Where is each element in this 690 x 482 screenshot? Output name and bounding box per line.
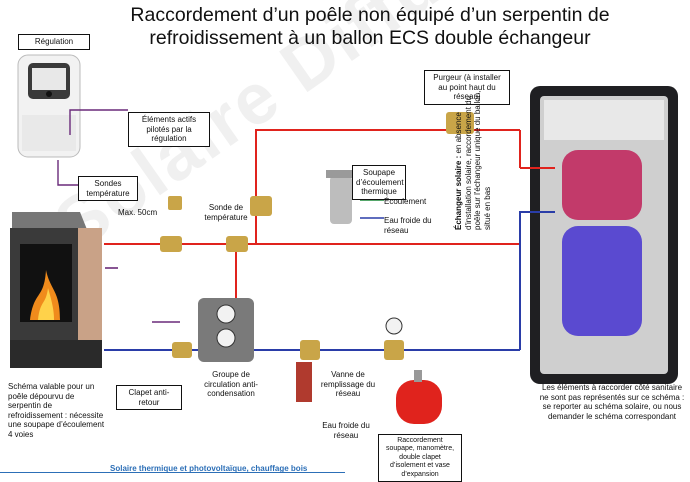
drain-line: [360, 199, 384, 219]
ecoulement-label: Écoulement: [384, 197, 427, 206]
footer-text: Solaire thermique et photovoltaïque, cha…: [110, 464, 308, 473]
purgeur-label: Purgeur (à installer au point haut du ré…: [424, 70, 510, 105]
title-line-2: refroidissement à un ballon ECS double é…: [149, 27, 591, 49]
diagram-title: Raccordement d’un poêle non équipé d’un …: [70, 4, 670, 50]
max-50cm-label: Max. 50cm: [118, 208, 158, 217]
eau-froide-label-2: Eau froide du réseau: [322, 421, 370, 440]
title-line-1: Raccordement d’un poêle non équipé d’un …: [130, 4, 610, 26]
regulation-controller: [17, 54, 81, 158]
soupape-label: Soupape d’écoulement thermique: [352, 165, 406, 200]
schema-valable-label: Schéma valable pour un poêle dépourvu de…: [8, 382, 105, 439]
vanne-label: Vanne de remplissage du réseau: [320, 370, 376, 398]
raccordement-label: Raccordement soupape, manomètre, double …: [378, 434, 462, 482]
thermal-valve: [326, 170, 356, 224]
regulation-label: Régulation: [18, 34, 90, 50]
sonde-temperature-label: Sonde de température: [204, 203, 248, 222]
return-circuit: [104, 211, 555, 351]
eau-froide-label-1: Eau froide du réseau: [384, 216, 432, 235]
expansion-vessel: [385, 317, 442, 424]
echangeur-title: Échangeur solaire :: [454, 155, 463, 230]
elements-raccorder-label: Les éléments à raccorder côté sanitaire …: [539, 383, 685, 421]
tank-coils: [562, 150, 642, 336]
groupe-label: Groupe de circulation anti-condensation: [204, 370, 258, 398]
elements-actifs-label: Éléments actifs pilotés par la régulatio…: [128, 112, 210, 147]
wood-stove: [10, 212, 102, 368]
regulation-links: [57, 109, 180, 323]
sondes-temperature-label: Sondes température: [78, 176, 138, 201]
circulation-group: [198, 298, 254, 362]
echangeur-solaire-label: Échangeur solaire : en absence d'install…: [454, 80, 492, 230]
clapet-label: Clapet anti-retour: [116, 385, 182, 410]
footer-rule: [0, 472, 345, 473]
fittings: [160, 112, 474, 402]
